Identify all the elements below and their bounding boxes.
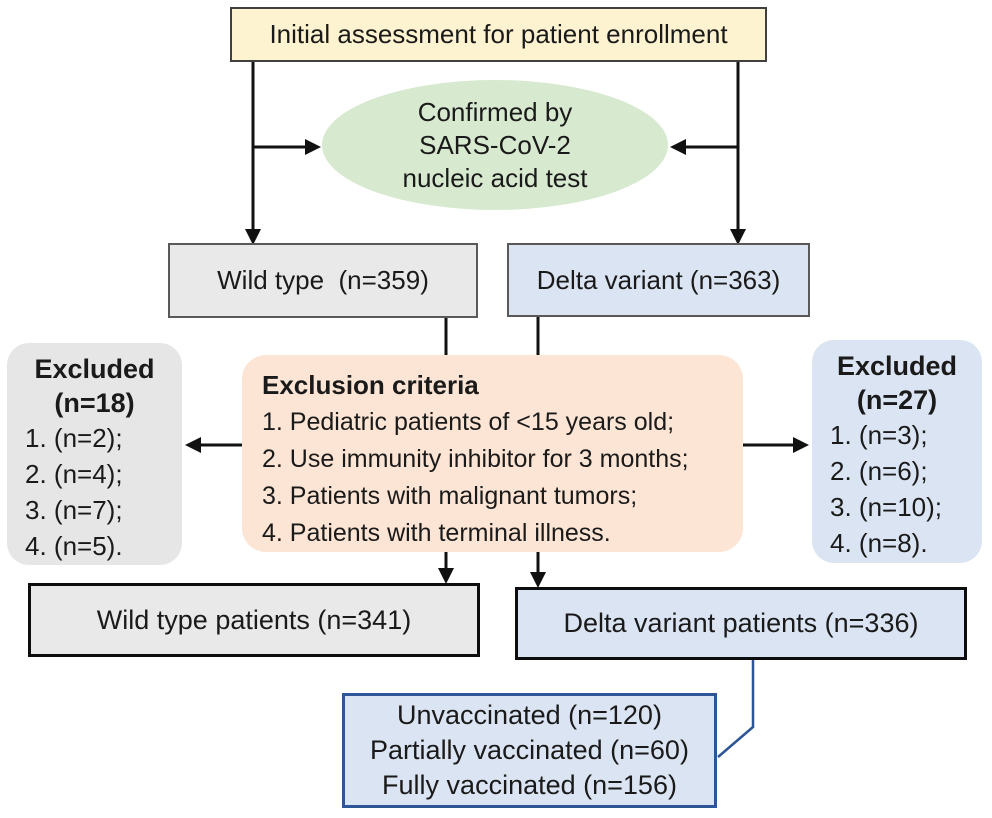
node-vaccination-breakdown: Unvaccinated (n=120) Partially vaccinate… — [342, 693, 717, 808]
node-wild-type-patients: Wild type patients (n=341) — [28, 583, 480, 657]
excluded-right-title: Excluded — [836, 351, 958, 381]
excluded-right-list: 1. (n=3); 2. (n=6); 3. (n=10); 4. (n=8). — [812, 417, 982, 561]
wild-type-patients-label: Wild type patients (n=341) — [96, 604, 412, 635]
exclusion-criteria-item: 2. Use immunity inhibitor for 3 months; — [262, 445, 689, 473]
excluded-right-item: 3. (n=10); — [830, 492, 943, 522]
initial-assessment-label: Initial assessment for patient enrollmen… — [269, 19, 728, 49]
node-initial-assessment: Initial assessment for patient enrollmen… — [230, 7, 767, 62]
excluded-left-item: 3. (n=7); — [25, 495, 123, 525]
delta-variant-label: Delta variant (n=363) — [536, 264, 781, 295]
node-exclusion-criteria: Exclusion criteria 1. Pediatric patients… — [242, 355, 743, 552]
excluded-left-item: 1. (n=2); — [25, 423, 123, 453]
wild-type-label: Wild type (n=359) — [217, 265, 429, 295]
node-wild-type: Wild type (n=359) — [168, 243, 478, 318]
confirm-line-1: Confirmed by — [417, 96, 573, 127]
node-delta-variant-patients: Delta variant patients (n=336) — [515, 587, 967, 660]
vaccination-line-full: Fully vaccinated (n=156) — [382, 770, 677, 800]
excluded-right-item: 2. (n=6); — [830, 456, 928, 486]
node-delta-variant: Delta variant (n=363) — [507, 243, 810, 317]
arrow-initial-to-wild — [245, 62, 261, 245]
excluded-left-title: Excluded — [34, 354, 155, 384]
excluded-right-item: 4. (n=8). — [830, 528, 928, 558]
arrow-criteria-to-excluded-left — [185, 437, 242, 453]
node-excluded-right: Excluded (n=27) 1. (n=3); 2. (n=6); 3. (… — [812, 340, 982, 563]
exclusion-criteria-title: Exclusion criteria — [262, 370, 479, 400]
arrow-left-to-ellipse — [253, 139, 321, 155]
node-excluded-left: Excluded (n=18) 1. (n=2); 2. (n=4); 3. (… — [7, 343, 182, 565]
exclusion-criteria-item: 4. Patients with terminal illness. — [262, 519, 611, 547]
exclusion-criteria-list: 1. Pediatric patients of <15 years old; … — [262, 404, 743, 552]
arrow-initial-to-delta — [730, 62, 746, 245]
exclusion-criteria-item: 3. Patients with malignant tumors; — [262, 482, 638, 510]
confirm-line-2: SARS-CoV-2 — [419, 129, 571, 160]
arrow-criteria-to-excluded-right — [743, 437, 809, 453]
excluded-right-item: 1. (n=3); — [830, 420, 928, 450]
node-confirmed-by-test: Confirmed by SARS-CoV-2 nucleic acid tes… — [322, 80, 668, 210]
excluded-left-item: 4. (n=5). — [25, 531, 123, 561]
excluded-left-item: 2. (n=4); — [25, 459, 123, 489]
exclusion-criteria-item: 1. Pediatric patients of <15 years old; — [262, 408, 675, 436]
vaccination-line-unvaccinated: Unvaccinated (n=120) — [397, 700, 662, 730]
excluded-left-list: 1. (n=2); 2. (n=4); 3. (n=7); 4. (n=5). — [7, 420, 182, 564]
vaccination-line-partial: Partially vaccinated (n=60) — [370, 735, 689, 765]
arrow-right-to-ellipse — [670, 139, 738, 155]
excluded-left-count: (n=18) — [54, 388, 135, 418]
connector-delta-to-vaccination — [717, 660, 755, 758]
delta-variant-patients-label: Delta variant patients (n=336) — [563, 608, 919, 638]
excluded-right-count: (n=27) — [856, 385, 938, 415]
confirm-line-3: nucleic acid test — [402, 162, 588, 193]
